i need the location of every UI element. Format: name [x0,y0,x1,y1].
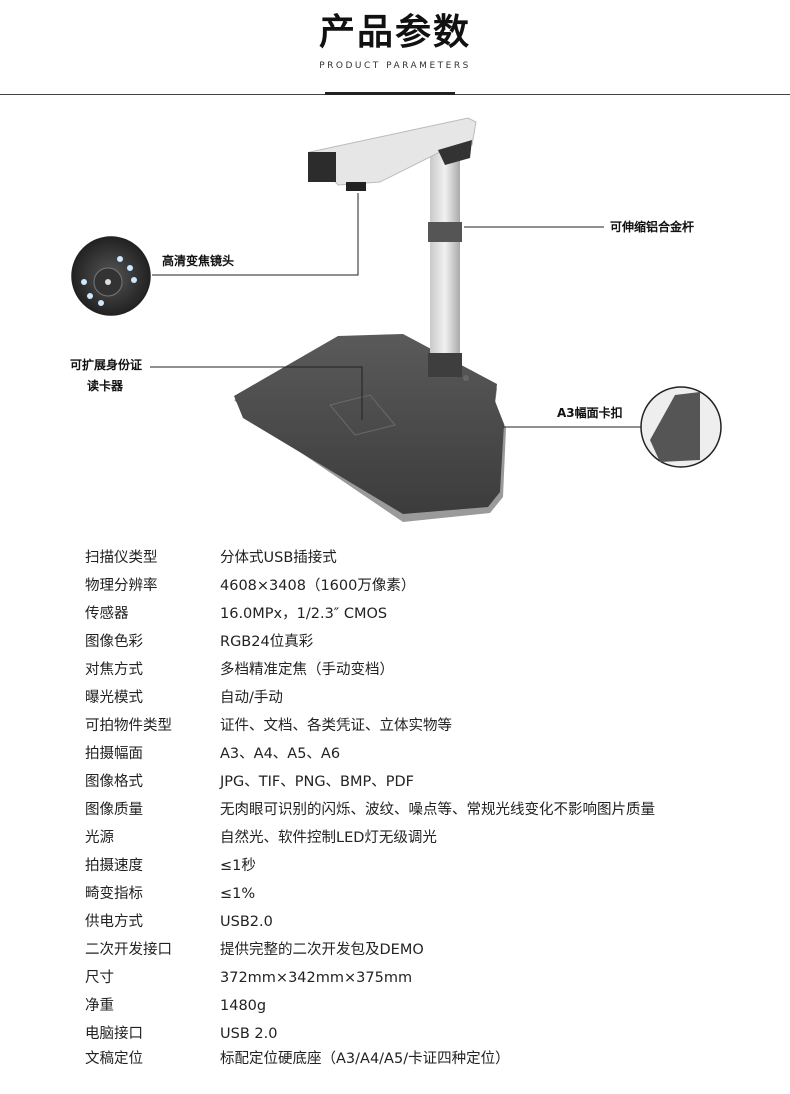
spec-row: 净重 1480g [0,996,790,1016]
spec-label: 光源 [85,830,114,846]
spec-row: 曝光模式 自动/手动 [0,688,790,708]
spec-label: 图像色彩 [85,634,143,650]
spec-label: 对焦方式 [85,662,143,678]
spec-label: 文稿定位 [85,1051,143,1067]
page-title: 产品参数 [318,12,471,53]
spec-value: ≤1% [220,886,256,902]
spec-row: 拍摄幅面 A3、A4、A5、A6 [0,744,790,764]
callout-reader-line2: 读卡器 [86,379,123,393]
spec-label: 可拍物件类型 [85,718,172,734]
spec-row: 扫描仪类型 分体式USB插接式 [0,548,790,568]
spec-value: ≤1秒 [220,858,256,874]
callout-reader-line1: 可扩展身份证 [69,358,142,372]
spec-value: 多档精准定焦（手动变档） [220,662,394,678]
spec-row: 可拍物件类型 证件、文档、各类凭证、立体实物等 [0,716,790,736]
spec-value: USB2.0 [220,914,273,930]
spec-value: 自动/手动 [220,690,283,706]
spec-row: 拍摄速度 ≤1秒 [0,856,790,876]
spec-value: 16.0MPx，1/2.3″ CMOS [220,606,388,622]
callout-pole: 可伸缩铝合金杆 [610,220,695,234]
base-plate [234,334,506,522]
spec-row: 图像质量 无肉眼可识别的闪烁、波纹、噪点等、常规光线变化不影响图片质量 [0,800,790,820]
spec-row: 尺寸 372mm×342mm×375mm [0,968,790,988]
spec-label: 图像质量 [85,802,143,818]
spec-label: 净重 [85,998,114,1014]
spec-value: 1480g [220,998,267,1014]
spec-value: 分体式USB插接式 [220,550,337,566]
spec-label: 电脑接口 [85,1026,143,1042]
spec-row: 供电方式 USB2.0 [0,912,790,932]
spec-label: 曝光模式 [85,690,143,706]
spec-label: 物理分辨率 [85,578,158,594]
spec-value: RGB24位真彩 [220,634,314,650]
spec-label: 拍摄速度 [85,858,143,874]
spec-row: 物理分辨率 4608×3408（1600万像素） [0,576,790,596]
callout-clip: A3幅面卡扣 [557,406,623,420]
spec-value: 自然光、软件控制LED灯无级调光 [220,830,437,846]
spec-label: 畸变指标 [85,886,143,902]
header-divider-accent [325,92,455,95]
spec-label: 拍摄幅面 [85,746,143,762]
spec-row: 二次开发接口 提供完整的二次开发包及DEMO [0,940,790,960]
spec-value: 4608×3408（1600万像素） [220,578,416,594]
spec-row: 电脑接口 USB 2.0 [0,1024,790,1044]
spec-label: 传感器 [85,606,129,622]
spec-label: 二次开发接口 [85,942,172,958]
spec-value: 标配定位硬底座（A3/A4/A5/卡证四种定位） [220,1051,510,1067]
spec-row: 传感器 16.0MPx，1/2.3″ CMOS [0,604,790,624]
spec-label: 图像格式 [85,774,143,790]
spec-row: 图像格式 JPG、TIF、PNG、BMP、PDF [0,772,790,792]
pole [428,150,462,377]
spec-value: 无肉眼可识别的闪烁、波纹、噪点等、常规光线变化不影响图片质量 [220,802,655,818]
spec-row: 光源 自然光、软件控制LED灯无级调光 [0,828,790,848]
spec-value: A3、A4、A5、A6 [220,746,341,762]
spec-row: 对焦方式 多档精准定焦（手动变档） [0,660,790,680]
spec-value: USB 2.0 [220,1026,278,1042]
spec-row: 畸变指标 ≤1% [0,884,790,904]
spec-value: 372mm×342mm×375mm [220,970,413,986]
page-subtitle: PRODUCT PARAMETERS [319,61,471,71]
spec-row: 文稿定位 标配定位硬底座（A3/A4/A5/卡证四种定位） [0,1049,790,1069]
spec-row: 图像色彩 RGB24位真彩 [0,632,790,652]
spec-label: 扫描仪类型 [85,550,158,566]
spec-value: JPG、TIF、PNG、BMP、PDF [220,774,415,790]
spec-value: 提供完整的二次开发包及DEMO [220,942,424,958]
camera-head [308,117,477,191]
lens-detail-circle [71,236,151,316]
spec-value: 证件、文档、各类凭证、立体实物等 [220,718,452,734]
spec-label: 尺寸 [85,970,114,986]
product-illustration [71,117,722,522]
spec-label: 供电方式 [85,914,143,930]
clip-detail-circle [640,386,722,468]
callout-lens: 高清变焦镜头 [162,254,235,268]
callout-lines [150,193,642,428]
